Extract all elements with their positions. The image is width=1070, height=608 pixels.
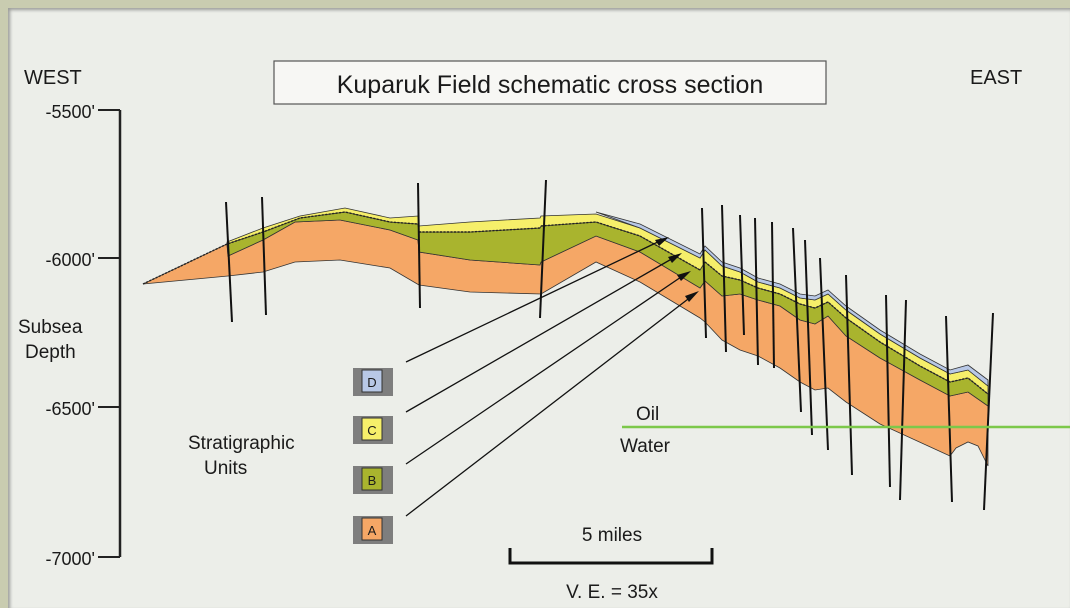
arrowhead <box>685 291 699 302</box>
fault-line <box>792 227 802 413</box>
scale-bar <box>508 548 714 565</box>
depth-axis <box>98 109 122 558</box>
title-box <box>273 60 827 105</box>
fault-line <box>754 217 759 366</box>
unit-c-leader-line <box>405 256 676 413</box>
fault-line <box>845 274 853 476</box>
fault-line <box>721 204 727 353</box>
diagram-title: Kuparuk Field schematic cross section <box>337 71 764 99</box>
fault-line <box>739 214 745 336</box>
legend-unit-a: A <box>353 516 393 544</box>
fault-line <box>804 239 813 436</box>
fault-line <box>899 299 907 501</box>
unit-b-leader-line <box>405 274 685 465</box>
legend-unit-d: D <box>353 368 393 396</box>
depth-tick-label: -6500' <box>46 399 95 419</box>
unit-d-layer <box>595 211 989 387</box>
fault-line <box>261 196 267 316</box>
oil-label: Oil <box>636 404 659 425</box>
depth-axis-label-line1: Subsea <box>18 317 83 338</box>
fault-line <box>225 201 233 323</box>
fault-line <box>945 315 953 503</box>
fault-line <box>539 179 547 319</box>
fault-line <box>417 182 421 309</box>
legend-swatch-d <box>361 369 383 393</box>
legend-unit-label: A <box>368 523 377 538</box>
unit-a-leader-line <box>405 295 693 517</box>
legend-leader-lines <box>405 239 693 517</box>
legend-title-line1: Stratigraphic <box>188 433 295 454</box>
arrowhead <box>668 253 682 263</box>
depth-tick-label: -6000' <box>46 250 95 270</box>
unit-d-leader-line <box>405 239 663 363</box>
legend-swatch-a <box>361 517 383 541</box>
legend-arrowheads <box>655 237 699 302</box>
depth-tick-label: -7000' <box>46 549 95 569</box>
fault-line <box>771 221 775 369</box>
fault-line <box>885 294 891 488</box>
legend-unit-b: B <box>353 466 393 494</box>
legend-swatch-c <box>361 417 383 441</box>
vertical-exaggeration-label: V. E. = 35x <box>566 582 658 603</box>
arrowhead <box>655 237 669 246</box>
unit-c-top-stipple <box>142 211 989 395</box>
water-label: Water <box>620 436 671 457</box>
depth-tick-label: -5500' <box>46 102 95 122</box>
east-label: EAST <box>970 67 1022 89</box>
fault-line <box>819 257 829 451</box>
legend-unit-c: C <box>353 416 393 444</box>
faults <box>225 179 994 511</box>
west-label: WEST <box>24 67 82 89</box>
scale-bar-label: 5 miles <box>582 525 642 546</box>
fault-line <box>701 207 707 339</box>
depth-axis-label-line2: Depth <box>25 342 76 363</box>
legend-swatch-b <box>361 467 383 491</box>
legend-title-line2: Units <box>204 458 247 479</box>
strata-layers <box>142 207 989 467</box>
cross-section-diagram: Kuparuk Field schematic cross section WE… <box>18 60 1070 603</box>
fault-line <box>983 312 994 511</box>
legend-unit-label: C <box>367 423 376 438</box>
arrowhead <box>677 271 691 281</box>
diagram-frame: Kuparuk Field schematic cross section WE… <box>8 8 1070 608</box>
legend-unit-label: B <box>368 473 377 488</box>
legend-unit-label: D <box>367 375 376 390</box>
